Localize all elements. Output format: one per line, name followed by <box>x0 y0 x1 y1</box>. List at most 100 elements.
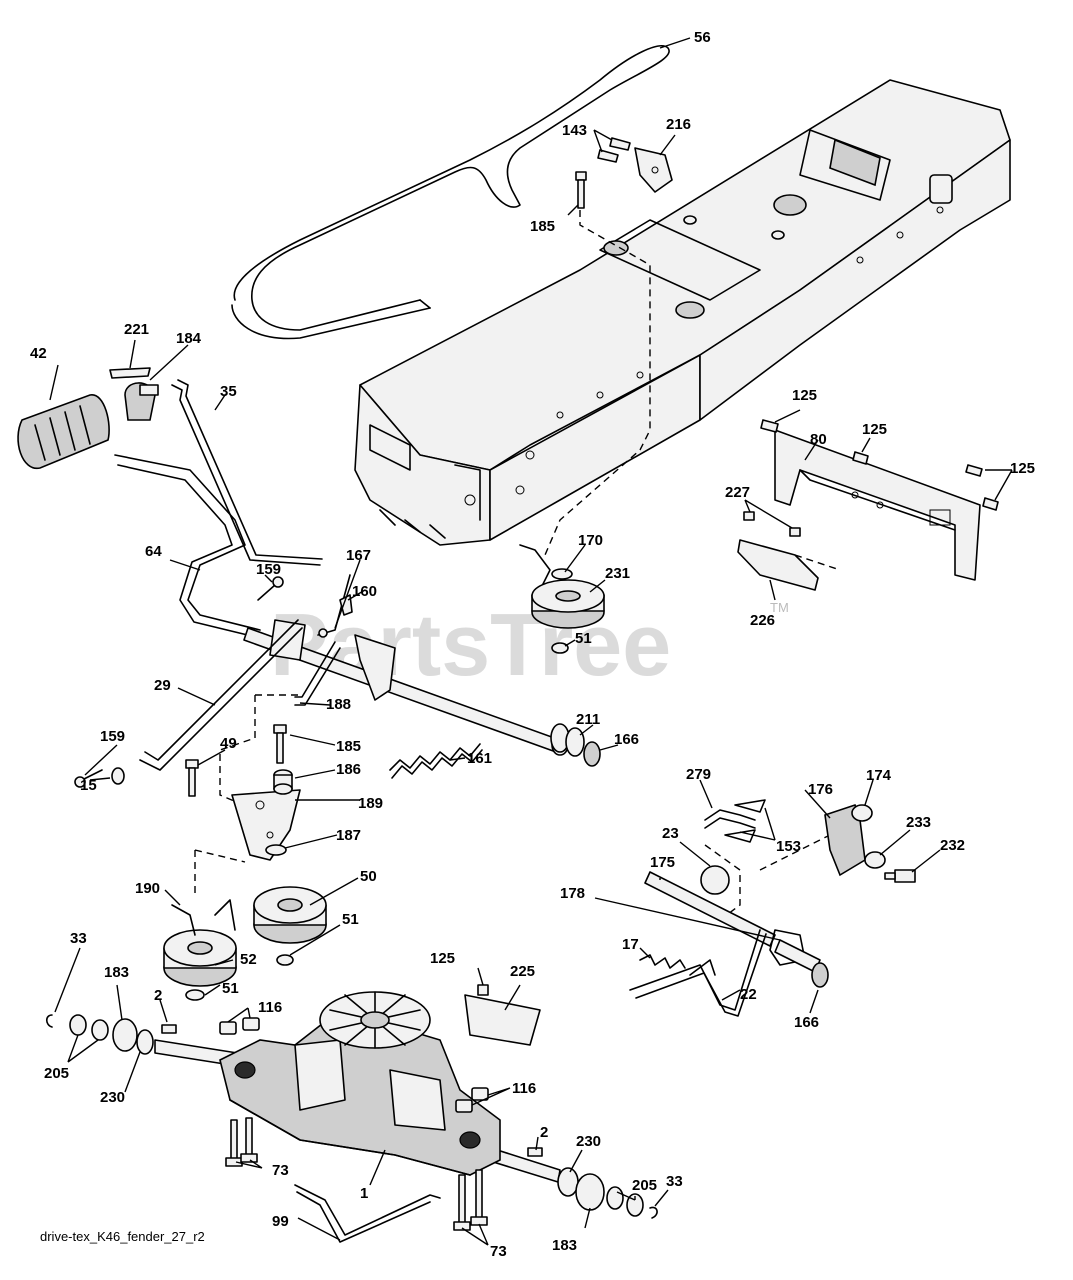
callout-190: 190 <box>135 880 160 897</box>
callout-186: 186 <box>336 761 361 778</box>
callout-221: 221 <box>124 321 149 338</box>
callout-73-left: 73 <box>272 1162 289 1179</box>
bracket-216 <box>634 147 673 193</box>
callout-73-right: 73 <box>490 1243 507 1260</box>
callout-80: 80 <box>810 431 827 448</box>
clip-221 <box>109 367 151 379</box>
callout-125-c: 125 <box>1010 460 1035 477</box>
callout-42: 42 <box>30 345 47 362</box>
bolt-185-top <box>575 171 587 209</box>
callout-153: 153 <box>776 838 801 855</box>
callout-170: 170 <box>578 532 603 549</box>
bracket-80 <box>774 429 981 581</box>
callout-230-left: 230 <box>100 1089 125 1106</box>
callout-125-a: 125 <box>792 387 817 404</box>
callout-29: 29 <box>154 677 171 694</box>
callout-174: 174 <box>866 767 892 784</box>
callout-143: 143 <box>562 122 587 139</box>
callouts: 56 216 143 185 221 184 42 35 125 80 125 … <box>30 29 1035 1260</box>
rod-188 <box>294 647 341 706</box>
callout-1: 1 <box>360 1185 368 1202</box>
washer-205-right-b <box>626 1193 644 1217</box>
callout-166-lower: 166 <box>794 1014 819 1031</box>
link-279 <box>704 809 756 829</box>
bolt-125-d <box>477 984 489 996</box>
chassis-frame <box>354 79 1011 546</box>
callout-51-mid: 51 <box>342 911 359 928</box>
callout-52: 52 <box>240 951 257 968</box>
callout-2-left: 2 <box>154 987 162 1004</box>
callout-232: 232 <box>940 837 965 854</box>
callout-226: 226 <box>750 612 775 629</box>
pulley-50 <box>253 886 327 944</box>
arm-190 <box>171 899 236 936</box>
callout-205-left: 205 <box>44 1065 69 1082</box>
arm-178-plate <box>769 929 806 966</box>
callout-35: 35 <box>220 383 237 400</box>
washer-170 <box>551 568 573 580</box>
callout-99: 99 <box>272 1213 289 1230</box>
knob-184 <box>124 382 159 421</box>
callout-176: 176 <box>808 781 833 798</box>
key-2-left <box>161 1024 177 1034</box>
callout-22: 22 <box>740 986 757 1003</box>
callout-233: 233 <box>906 814 931 831</box>
eye-bolt-159-lower <box>74 769 103 788</box>
spacer-230-left <box>136 1029 154 1055</box>
shift-lever-64 <box>114 454 261 631</box>
callout-185-top: 185 <box>530 218 555 235</box>
bolts-73-right <box>453 1169 488 1231</box>
pulley-52 <box>163 929 237 987</box>
watermark-tm: TM <box>770 600 789 615</box>
bolt-125-c <box>965 464 999 511</box>
callout-160: 160 <box>352 583 377 600</box>
callout-211: 211 <box>576 711 600 728</box>
bolt-125-a <box>760 419 779 433</box>
shield-225 <box>464 994 541 1046</box>
nut-51-upper <box>551 642 569 654</box>
callout-225: 225 <box>510 963 535 980</box>
callout-184: 184 <box>176 330 202 347</box>
nuts-116-right <box>455 1087 489 1113</box>
callout-231: 231 <box>605 565 630 582</box>
callout-188: 188 <box>326 696 351 713</box>
washer-15 <box>111 767 125 785</box>
diagram-caption: drive-tex_K46_fender_27_r2 <box>40 1229 205 1244</box>
o-ring-23 <box>700 865 730 895</box>
bushing-183-left <box>112 1018 138 1052</box>
washer-205-right-a <box>606 1186 624 1210</box>
washer-174 <box>851 804 873 822</box>
callout-2-right: 2 <box>540 1124 548 1141</box>
callout-205-right: 205 <box>632 1177 657 1194</box>
spacer-186 <box>273 769 293 795</box>
nut-51-lower <box>185 989 205 1001</box>
pulley-231 <box>531 579 605 629</box>
callout-49: 49 <box>220 735 237 752</box>
callout-227: 227 <box>725 484 750 501</box>
spring-17 <box>639 954 686 969</box>
callout-189: 189 <box>358 795 383 812</box>
callout-33-right: 33 <box>666 1173 683 1190</box>
callout-23: 23 <box>662 825 679 842</box>
callout-178: 178 <box>560 885 585 902</box>
callout-64: 64 <box>145 543 162 560</box>
washer-205-left-a <box>69 1014 87 1036</box>
callout-167: 167 <box>346 547 371 564</box>
callout-51-upper: 51 <box>575 630 592 647</box>
bolt-185-mid <box>273 724 287 764</box>
callout-51-lower: 51 <box>222 980 239 997</box>
washer-166-lower <box>811 962 829 988</box>
washer-205-left-b <box>91 1019 109 1041</box>
washer-187 <box>265 844 287 856</box>
callout-175: 175 <box>650 854 675 871</box>
nuts-116-left <box>219 1017 260 1035</box>
callout-279: 279 <box>686 766 711 783</box>
clip-33-right <box>649 1206 658 1219</box>
callout-183-right: 183 <box>552 1237 577 1254</box>
callout-166-upper: 166 <box>614 731 639 748</box>
bolt-227 <box>743 511 801 537</box>
callout-15: 15 <box>80 777 97 794</box>
drive-belt <box>231 45 670 340</box>
washer-166-upper <box>583 741 601 767</box>
